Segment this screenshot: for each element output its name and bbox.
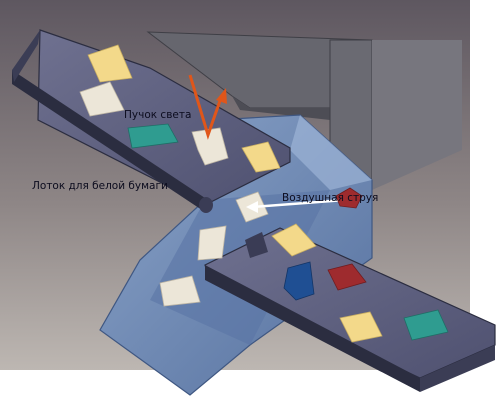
paper-red-1 bbox=[327, 263, 367, 291]
upper-conveyor-edge bbox=[12, 70, 205, 212]
paper-teal-2 bbox=[403, 309, 449, 341]
paper-dark-falling bbox=[245, 232, 268, 258]
air-jet-arrowhead bbox=[246, 201, 258, 213]
upper-conveyor-roller bbox=[199, 197, 213, 213]
paper-white-2 bbox=[197, 225, 227, 261]
chute-inner-wall bbox=[290, 115, 372, 190]
paper-white-3 bbox=[159, 275, 201, 307]
paper-yellow-2 bbox=[241, 141, 281, 173]
paper-yellow-1 bbox=[87, 44, 133, 83]
paper-white-scanned bbox=[191, 127, 229, 166]
sensor-housing-underside bbox=[232, 96, 335, 120]
lower-conveyor-edge bbox=[205, 265, 420, 392]
label-light-beam: Пучок света bbox=[124, 109, 191, 121]
air-jet-stream bbox=[251, 198, 346, 209]
label-air-jet: Воздушная струя bbox=[282, 192, 378, 204]
upper-conveyor-side bbox=[12, 30, 40, 82]
paper-red-ejected bbox=[335, 187, 363, 209]
lower-conveyor-front bbox=[420, 345, 495, 392]
light-beam-arrowhead bbox=[216, 88, 227, 104]
air-nozzle-side bbox=[372, 40, 462, 190]
paper-teal-1 bbox=[127, 123, 179, 149]
paper-white-1 bbox=[79, 81, 125, 117]
paper-yellow-4 bbox=[339, 311, 383, 343]
label-white-paper-tray: Лоток для белой бумаги bbox=[32, 180, 168, 192]
paper-blue-1 bbox=[283, 261, 315, 301]
light-beam bbox=[188, 74, 224, 140]
paper-yellow-3 bbox=[271, 223, 317, 257]
